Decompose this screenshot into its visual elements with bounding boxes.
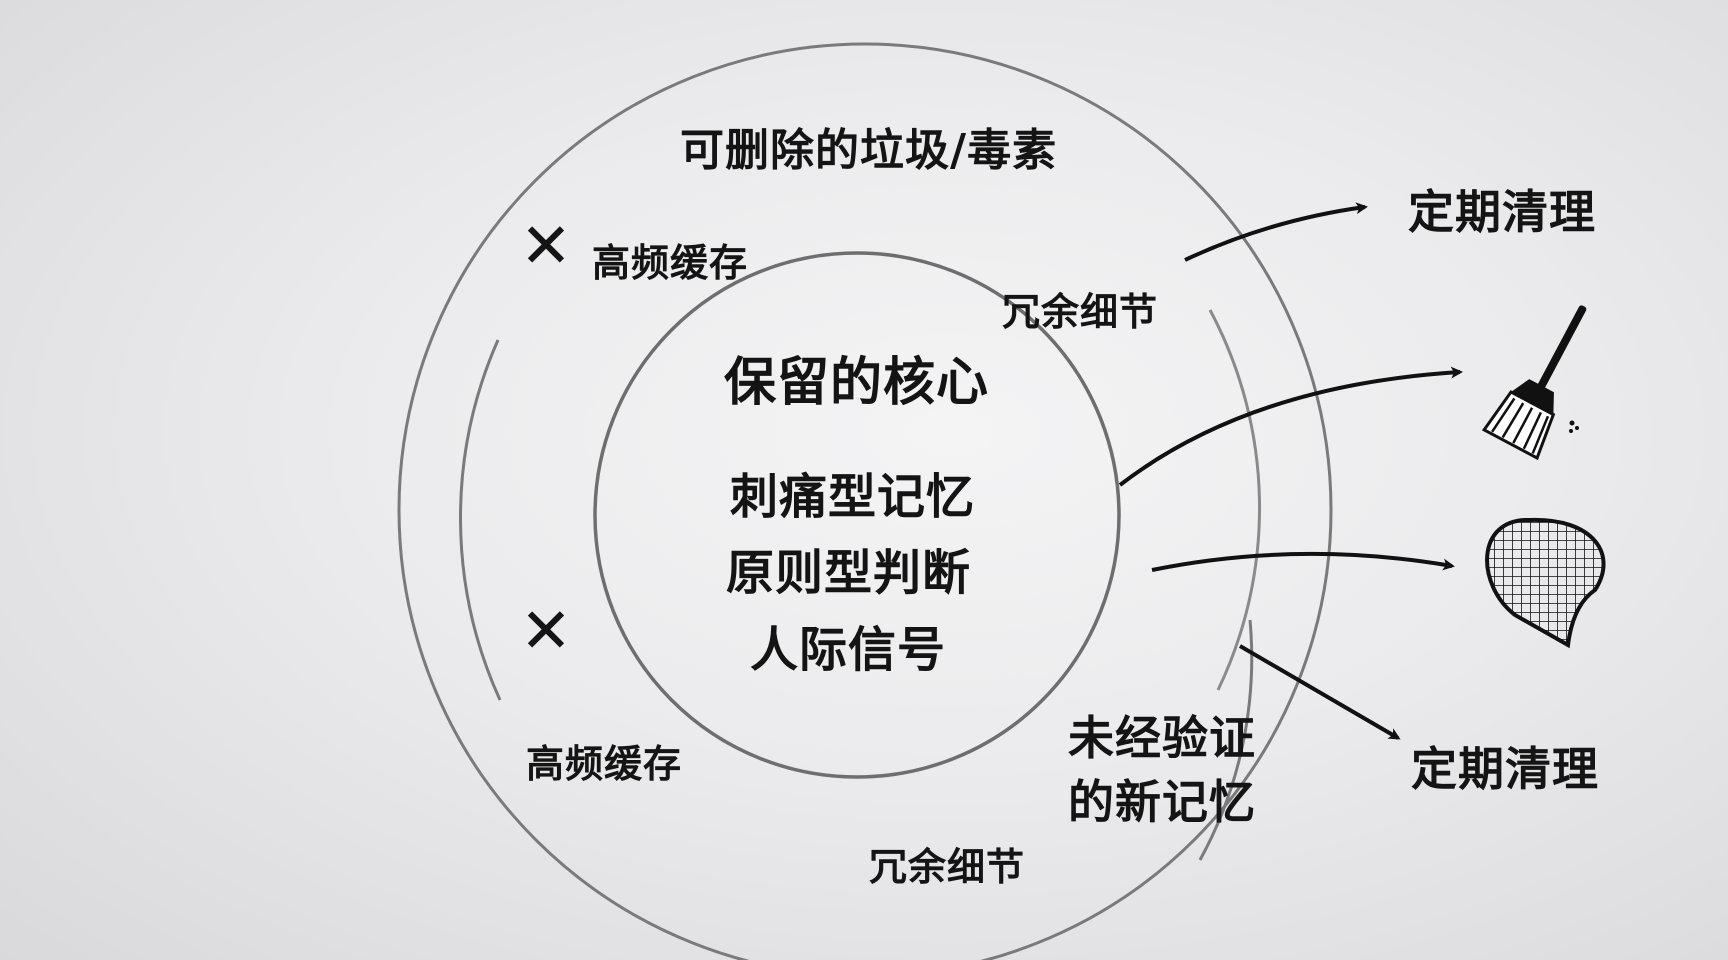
outer-label: 可删除的垃圾/毒素 — [680, 125, 1058, 176]
arrow-to-bottom-cleanup — [1238, 644, 1401, 740]
middle-ring-arc-lower — [1198, 619, 1254, 861]
middle-ring-arc-left — [458, 339, 502, 701]
cache-label-bottom: 高频缓存 — [526, 742, 683, 786]
core-item-3: 人际信号 — [750, 622, 947, 678]
unverified-line-2: 的新记忆 — [1068, 775, 1256, 829]
net-icon — [1485, 517, 1606, 649]
arrow-to-broom — [1118, 366, 1463, 487]
cleanup-label-top: 定期清理 — [1408, 185, 1596, 239]
core-item-2: 原则型判断 — [726, 545, 972, 601]
cache-label-top: 高频缓存 — [592, 241, 749, 285]
outer-ring — [397, 42, 1333, 960]
cleanup-label-bottom: 定期清理 — [1411, 742, 1599, 796]
close-icon: ✕ — [520, 209, 572, 282]
arrow-to-top-cleanup — [1184, 202, 1368, 262]
arrow-to-net — [1151, 551, 1455, 572]
broom-icon — [1481, 305, 1587, 461]
close-icon: ✕ — [520, 594, 572, 667]
core-title: 保留的核心 — [724, 353, 990, 413]
unverified-line-1: 未经验证 — [1068, 711, 1256, 765]
middle-ring-arc-right — [1208, 309, 1261, 691]
redundant-label-top: 冗余细节 — [1002, 290, 1159, 334]
core-item-1: 刺痛型记忆 — [730, 469, 976, 525]
redundant-label-bottom: 冗余细节 — [869, 845, 1026, 889]
core-ring — [593, 251, 1121, 779]
